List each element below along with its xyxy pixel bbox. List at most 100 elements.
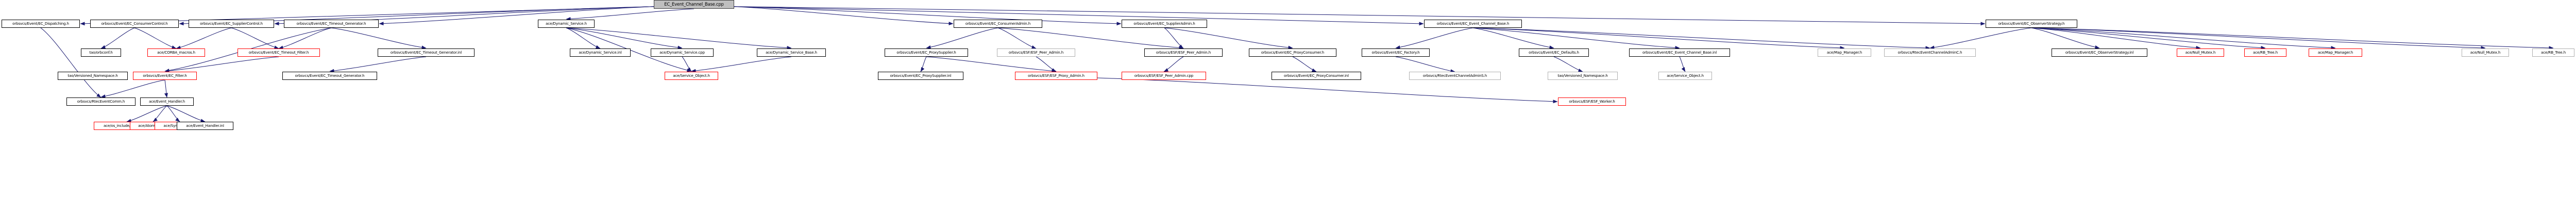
graph-node-label: orbsvcs/RtecEventChannelAdminC.h	[1897, 50, 1962, 55]
graph-edge	[1929, 27, 2032, 50]
graph-node-label: orbsvcs/Event/EC_Timeout_Generator.h	[295, 73, 365, 78]
graph-edge	[231, 27, 279, 50]
graph-node-label: ace/Event_Handler.h	[148, 99, 185, 104]
graph-edge	[164, 79, 168, 98]
graph-node-label: ace/CORBA_macros.h	[157, 50, 195, 55]
graph-node-label: orbsvcs/Event/EC_Timeout_Generator.inl	[390, 50, 462, 55]
graph-node[interactable]: ace/Service_Object.h	[1658, 72, 1712, 80]
graph-edge	[176, 27, 232, 50]
graph-node-label: ace/Dynamic_Service.h	[546, 21, 587, 26]
graph-edge	[166, 105, 206, 123]
graph-node[interactable]: orbsvcs/ESF/ESF_Peer_Admin.h	[997, 48, 1075, 57]
graph-node[interactable]: ace/Event_Handler.h	[140, 97, 194, 106]
graph-node[interactable]: orbsvcs/RtecEventComm.h	[66, 97, 135, 106]
graph-node-label: orbsvcs/Event/EC_ProxySupplier.h	[896, 50, 956, 55]
graph-node[interactable]: tao/orbconf.h	[81, 48, 121, 57]
graph-node[interactable]: ace/Dynamic_Service.inl	[570, 48, 631, 57]
graph-node-label: orbsvcs/Event/EC_Event_Channel_Base.inl	[1642, 50, 1717, 55]
graph-node[interactable]: orbsvcs/Event/EC_Timeout_Generator.inl	[378, 48, 474, 57]
graph-edge	[100, 79, 165, 99]
graph-node[interactable]: orbsvcs/Event/EC_Timeout_Generator.h	[284, 20, 379, 28]
graph-node-label: orbsvcs/Event/EC_SupplierControl.h	[200, 21, 263, 26]
graph-edge	[1472, 27, 1554, 50]
graph-edge	[997, 27, 1184, 50]
graph-edge	[1163, 56, 1184, 72]
graph-node[interactable]: orbsvcs/Event/EC_SupplierAdmin.h	[1122, 20, 1207, 28]
graph-node[interactable]: orbsvcs/Event/EC_Filter.h	[133, 72, 197, 80]
graph-node[interactable]: ace/RB_Tree.h	[2244, 48, 2286, 57]
graph-node-label: orbsvcs/Event/EC_Defaults.h	[1529, 50, 1579, 55]
graph-node[interactable]: ace/Service_Object.h	[665, 72, 718, 80]
graph-node[interactable]: orbsvcs/Event/EC_ObserverStrategy.h	[1986, 20, 2077, 28]
graph-node[interactable]: orbsvcs/Event/EC_SupplierControl.h	[189, 20, 274, 28]
graph-edge	[1097, 77, 1558, 104]
graph-edge	[1472, 27, 1845, 50]
graph-edge	[379, 6, 654, 26]
graph-node[interactable]: orbsvcs/Event/EC_Event_Channel_Base.h	[1424, 20, 1522, 28]
graph-node-label: orbsvcs/Event/EC_ProxyConsumer.inl	[1284, 73, 1349, 78]
graph-node[interactable]: orbsvcs/RtecEventChannelAdminC.h	[1884, 48, 1976, 57]
graph-node-label: ace/Service_Object.h	[1667, 73, 1704, 78]
graph-node[interactable]: orbsvcs/Event/EC_Factory.h	[1362, 48, 1430, 57]
graph-edge	[566, 8, 694, 21]
graph-edge	[1164, 27, 1293, 50]
graph-node[interactable]: orbsvcs/ESF/ESF_Proxy_Admin.h	[1015, 72, 1097, 80]
graph-node-label: orbsvcs/Event/EC_Dispatching.h	[12, 21, 69, 26]
graph-node[interactable]: orbsvcs/RtecEventChannelAdminS.h	[1409, 72, 1501, 80]
graph-node-label: orbsvcs/Event/EC_ConsumerAdmin.h	[965, 21, 1031, 26]
graph-node[interactable]: orbsvcs/ESF/ESF_Peer_Admin.cpp	[1122, 72, 1206, 80]
graph-edge	[152, 105, 167, 122]
graph-node[interactable]: ace/Dynamic_Service_Base.h	[757, 48, 826, 57]
graph-node[interactable]: tao/Versioned_Namespace.h	[58, 72, 128, 80]
graph-node[interactable]: ace/Dynamic_Service.cpp	[651, 48, 714, 57]
graph-node[interactable]: orbsvcs/Event/EC_ProxySupplier.inl	[878, 72, 963, 80]
graph-node[interactable]: orbsvcs/Event/EC_ConsumerAdmin.h	[954, 20, 1042, 28]
graph-node[interactable]: EC_Event_Channel_Base.cpp	[654, 0, 734, 9]
graph-node-label: orbsvcs/ESF/ESF_Proxy_Admin.h	[1028, 73, 1084, 78]
graph-node-label: ace/Map_Manager.h	[1826, 50, 1862, 55]
graph-edge	[329, 56, 427, 73]
graph-edge	[100, 27, 135, 49]
graph-node[interactable]: ace/Map_Manager.h	[1818, 48, 1871, 57]
graph-node[interactable]: ace/Map_Manager.h	[2309, 48, 2362, 57]
graph-node[interactable]: ace/CORBA_macros.h	[147, 48, 205, 57]
graph-edge	[997, 27, 1037, 49]
graph-node[interactable]: ace/Dynamic_Service.h	[538, 20, 595, 28]
graph-node[interactable]: orbsvcs/Event/EC_ObserverStrategy.inl	[2052, 48, 2147, 57]
graph-edge	[331, 27, 427, 50]
graph-edge	[166, 105, 180, 122]
graph-node[interactable]: ace/Null_Mutex.h	[2462, 48, 2509, 57]
graph-node[interactable]: orbsvcs/Event/EC_ProxyConsumer.inl	[1272, 72, 1361, 80]
graph-node[interactable]: orbsvcs/Event/EC_Defaults.h	[1519, 48, 1589, 57]
graph-node-label: ace/Null_Mutex.h	[2470, 50, 2501, 55]
graph-edge	[734, 6, 1122, 26]
graph-node-label: ace/RB_Tree.h	[2541, 50, 2566, 55]
graph-node[interactable]: orbsvcs/ESF/ESF_Peer_Admin.h	[1144, 48, 1223, 57]
graph-edge	[734, 6, 1986, 26]
graph-node[interactable]: orbsvcs/Event/EC_Timeout_Filter.h	[238, 48, 320, 57]
graph-node-label: orbsvcs/Event/EC_Timeout_Generator.h	[296, 21, 366, 26]
graph-edge	[2031, 27, 2266, 50]
graph-node[interactable]: ace/RB_Tree.h	[2532, 48, 2574, 57]
graph-node[interactable]: orbsvcs/Event/EC_Dispatching.h	[2, 20, 80, 28]
graph-node[interactable]: orbsvcs/Event/EC_ProxySupplier.h	[885, 48, 968, 57]
graph-node[interactable]: orbsvcs/Event/EC_Timeout_Generator.h	[282, 72, 377, 80]
graph-edge	[920, 56, 927, 72]
graph-node[interactable]: ace/Event_Handler.inl	[177, 122, 233, 130]
graph-node[interactable]: orbsvcs/Event/EC_Event_Channel_Base.inl	[1629, 48, 1730, 57]
graph-node-label: tao/Versioned_Namespace.h	[67, 73, 118, 78]
graph-node-label: ace/Dynamic_Service.inl	[579, 50, 622, 55]
graph-node[interactable]: tao/Versioned_Namespace.h	[1548, 72, 1618, 80]
graph-node[interactable]: ace/Null_Mutex.h	[2177, 48, 2224, 57]
graph-node[interactable]: orbsvcs/ESF/ESF_Worker.h	[1558, 97, 1626, 106]
edge-layer	[40, 6, 2554, 123]
graph-node-label: orbsvcs/Event/EC_ObserverStrategy.inl	[2065, 50, 2134, 55]
graph-node-label: ace/Map_Manager.h	[2317, 50, 2353, 55]
graph-node-label: ace/Dynamic_Service.cpp	[659, 50, 705, 55]
graph-node-label: ace/RB_Tree.h	[2253, 50, 2278, 55]
graph-node-label: orbsvcs/Event/EC_SupplierAdmin.h	[1133, 21, 1195, 26]
graph-node[interactable]: orbsvcs/Event/EC_ConsumerControl.h	[90, 20, 179, 28]
graph-edge	[2031, 27, 2336, 50]
graph-node[interactable]: orbsvcs/Event/EC_ProxyConsumer.h	[1249, 48, 1336, 57]
